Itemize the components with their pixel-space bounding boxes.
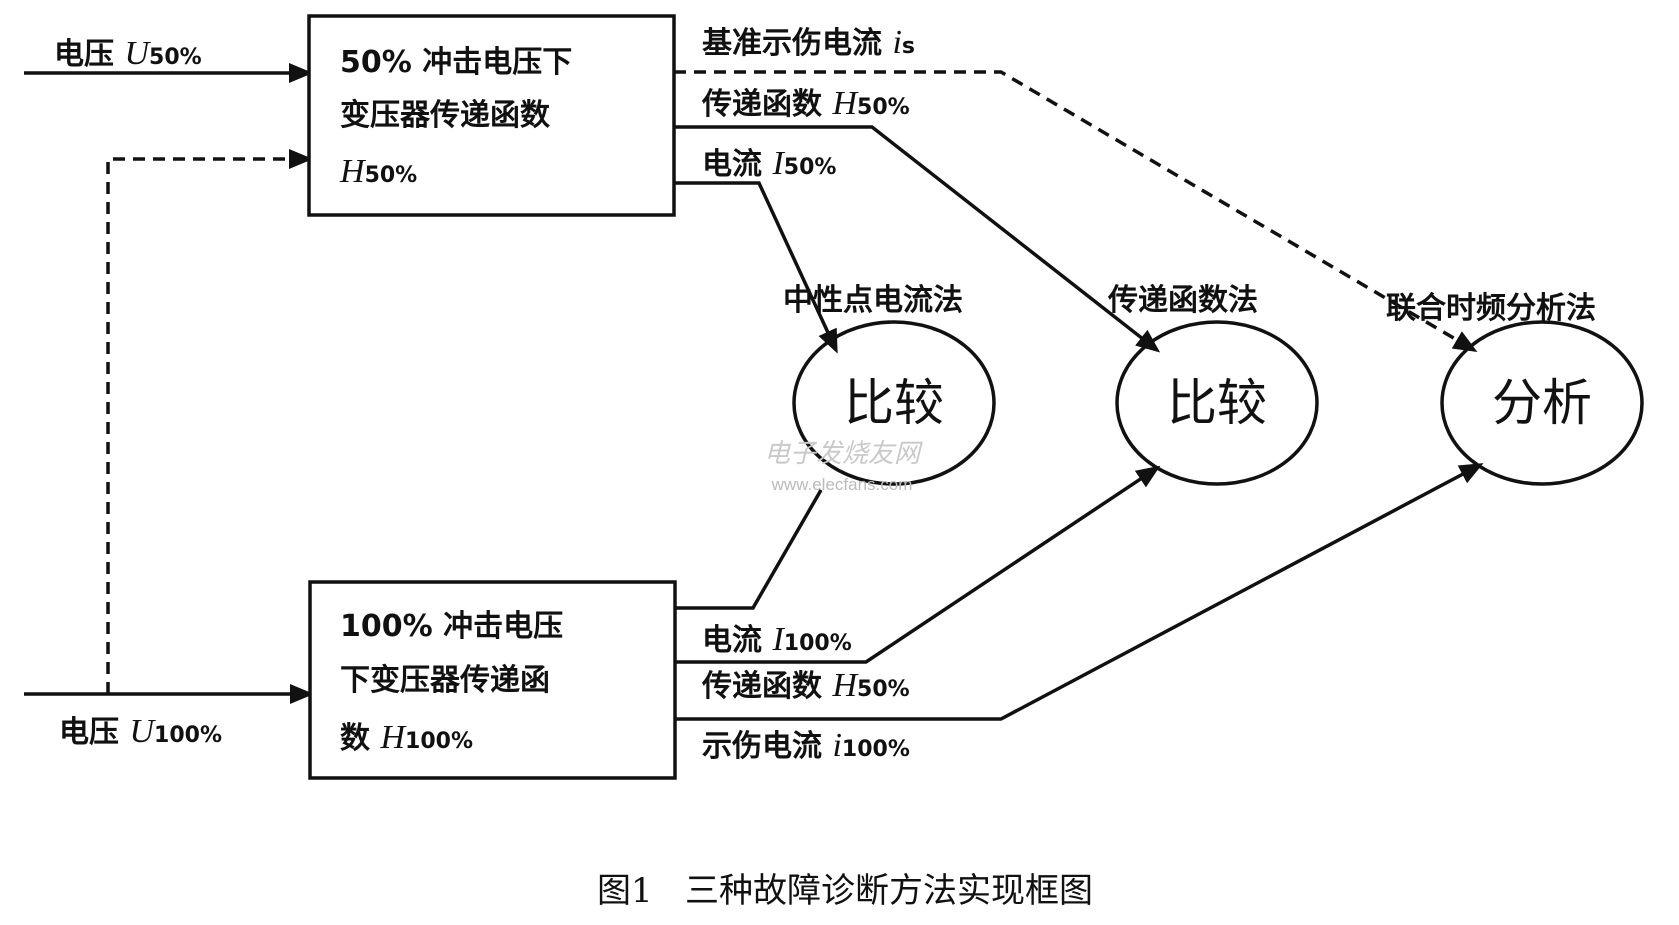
output-label-i50: 电流 I50% <box>702 145 836 182</box>
box-top-line2: 变压器传递函数 <box>340 98 551 133</box>
box-50-transfer-function <box>307 14 676 217</box>
analysis-node-label: 分析 <box>1492 374 1592 432</box>
compare-node-2 <box>1115 320 1319 486</box>
dashed-feed-arrow <box>106 149 313 694</box>
connector-h50-to-compare2 <box>674 125 1161 353</box>
compare-node-1-label: 比较 <box>844 374 944 432</box>
output-label-h50-bottom: 传递函数 H50% <box>701 667 910 704</box>
box-100-transfer-function <box>308 580 677 780</box>
box-bottom-line2: 下变压器传递函 <box>340 663 550 698</box>
box-top-var: H50% <box>339 153 417 190</box>
box-bottom-line1: 100% 冲击电压 <box>340 609 563 644</box>
output-label-i100: 电流 I100% <box>702 621 852 658</box>
method-transfer-function: 传递函数法 <box>1107 283 1258 318</box>
analysis-node <box>1440 320 1644 486</box>
method-joint-time-frequency: 联合时频分析法 <box>1386 291 1596 326</box>
method-neutral-current: 中性点电流法 <box>783 283 963 318</box>
input-label-u100: 电压 U100% <box>59 713 222 750</box>
connector-i50-to-compare1 <box>674 181 838 354</box>
connector-bottom-to-compare1 <box>675 489 823 610</box>
output-label-i100-fault: 示伤电流 i100% <box>702 727 910 764</box>
connector-bottom-to-analysis <box>675 463 1484 721</box>
compare-node-1 <box>792 320 996 486</box>
output-label-is: 基准示伤电流 is <box>702 24 915 61</box>
connector-is-to-analysis <box>674 70 1478 353</box>
connector-bottom-to-compare2 <box>675 465 1161 664</box>
input-label-u50: 电压 U50% <box>54 35 202 72</box>
watermark-url: www.elecfans.com <box>771 475 913 494</box>
compare-node-2-label: 比较 <box>1167 374 1267 432</box>
figure-caption: 图1 三种故障诊断方法实现框图 <box>597 871 1093 911</box>
watermark-cn: 电子发烧友网 <box>764 439 923 469</box>
box-top-line1: 50% 冲击电压下 <box>340 45 572 80</box>
output-label-h50: 传递函数 H50% <box>701 85 910 122</box>
box-bottom-line3: 数 H100% <box>340 719 473 756</box>
